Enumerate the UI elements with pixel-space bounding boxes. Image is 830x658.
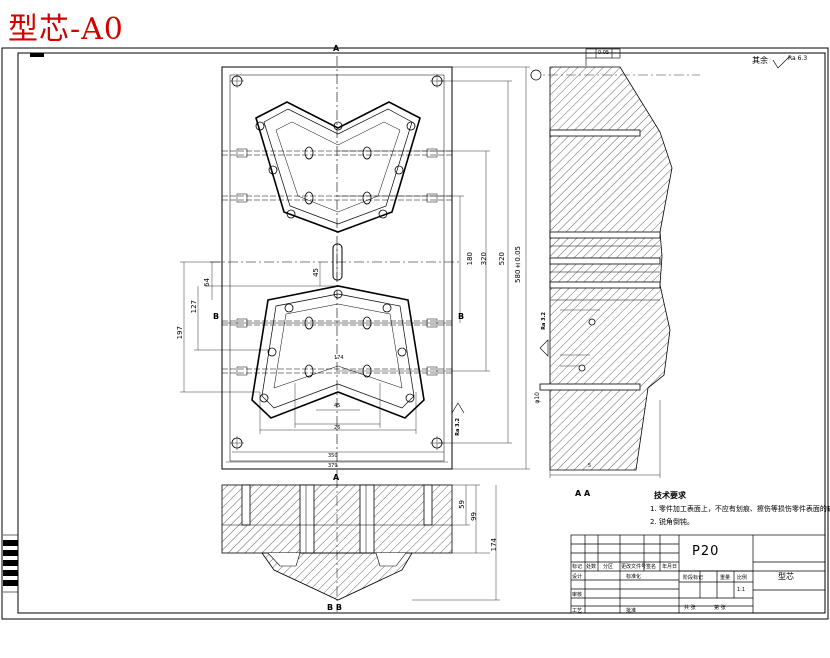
dim-350: 350 xyxy=(328,453,338,459)
tb-zone: 分区 xyxy=(603,564,614,570)
dim-174: 174 xyxy=(490,538,498,552)
dim-26: 26 xyxy=(334,425,341,431)
title-block-grid xyxy=(570,534,826,614)
dim-45b: 45 xyxy=(334,403,341,409)
dim-45: 45 xyxy=(312,268,320,277)
tech-item-1: 1. 零件加工表面上，不应有划痕、擦伤等损伤零件表面的缺陷。 xyxy=(650,505,830,513)
tb-approve: 批准 xyxy=(626,608,637,614)
dim-180: 180 xyxy=(466,252,474,266)
top-left-marker xyxy=(30,53,44,57)
flatness-value: 0.05 xyxy=(598,50,610,56)
roughness-prefix: 其余 xyxy=(752,56,768,65)
tb-count: 处数 xyxy=(586,564,597,570)
ra-side-mid: Ra 3.2 xyxy=(455,418,461,436)
part-name: 型芯 xyxy=(778,572,794,581)
tb-scale: 比例 xyxy=(737,575,748,581)
tb-standard: 标准化 xyxy=(626,574,642,580)
dim-127: 127 xyxy=(190,300,198,314)
dim-197: 197 xyxy=(176,326,184,340)
tb-change-doc: 更改文件号 xyxy=(621,564,647,570)
section-caption-aa: A A xyxy=(575,489,591,498)
tb-signature: 签名 xyxy=(646,564,657,570)
dim-59: 59 xyxy=(458,500,466,509)
roughness-value: Ra 6.3 xyxy=(788,55,808,62)
tb-sheets-total: 共 张 xyxy=(684,605,696,611)
roughness-symbol xyxy=(772,55,791,69)
outer-frame xyxy=(1,47,829,620)
tb-process: 工艺 xyxy=(572,608,583,614)
section-caption-bb: B B xyxy=(327,603,342,612)
dim-520: 520 xyxy=(498,252,506,266)
tb-date: 年月日 xyxy=(662,564,678,570)
dim-64: 64 xyxy=(203,278,211,287)
section-a-view xyxy=(221,478,500,612)
tech-requirements-title: 技术要求 xyxy=(654,491,686,500)
tb-sheet-no: 第 张 xyxy=(714,605,726,611)
dim-99: 99 xyxy=(470,512,478,521)
plan-view xyxy=(180,56,530,478)
inner-frame xyxy=(17,52,826,614)
flatness-tolerance-box xyxy=(585,48,621,66)
material-label: P20 xyxy=(692,544,720,559)
tb-weight: 重量 xyxy=(720,575,731,581)
tech-item-2: 2. 锐角倒钝。 xyxy=(650,518,694,526)
ra-side-top: Ra 3.2 xyxy=(541,312,547,330)
tb-stage-mark: 阶段标记 xyxy=(683,575,704,581)
tb-review: 审核 xyxy=(572,592,583,598)
dim-174b: 174 xyxy=(334,355,344,361)
tb-design: 设计 xyxy=(572,574,583,580)
side-section-view xyxy=(530,66,700,478)
sheet-stamp-title: 型芯-A0 xyxy=(8,12,124,47)
section-marker-b-right: B xyxy=(458,312,465,321)
dim-580: 580±0.05 xyxy=(514,246,522,283)
dim-320: 320 xyxy=(480,252,488,266)
tb-scale-value: 1:1 xyxy=(737,587,746,593)
dim-phi10: φ10 xyxy=(534,392,541,404)
dim-379: 379 xyxy=(328,463,338,469)
section-marker-b-left: B xyxy=(213,312,220,321)
section-marker-a-bottom: A xyxy=(333,473,340,482)
dim-5: 5 xyxy=(588,463,592,469)
section-marker-a-top: A xyxy=(333,44,340,53)
left-margin-blocks xyxy=(3,534,18,593)
tb-mark: 标记 xyxy=(572,564,583,570)
